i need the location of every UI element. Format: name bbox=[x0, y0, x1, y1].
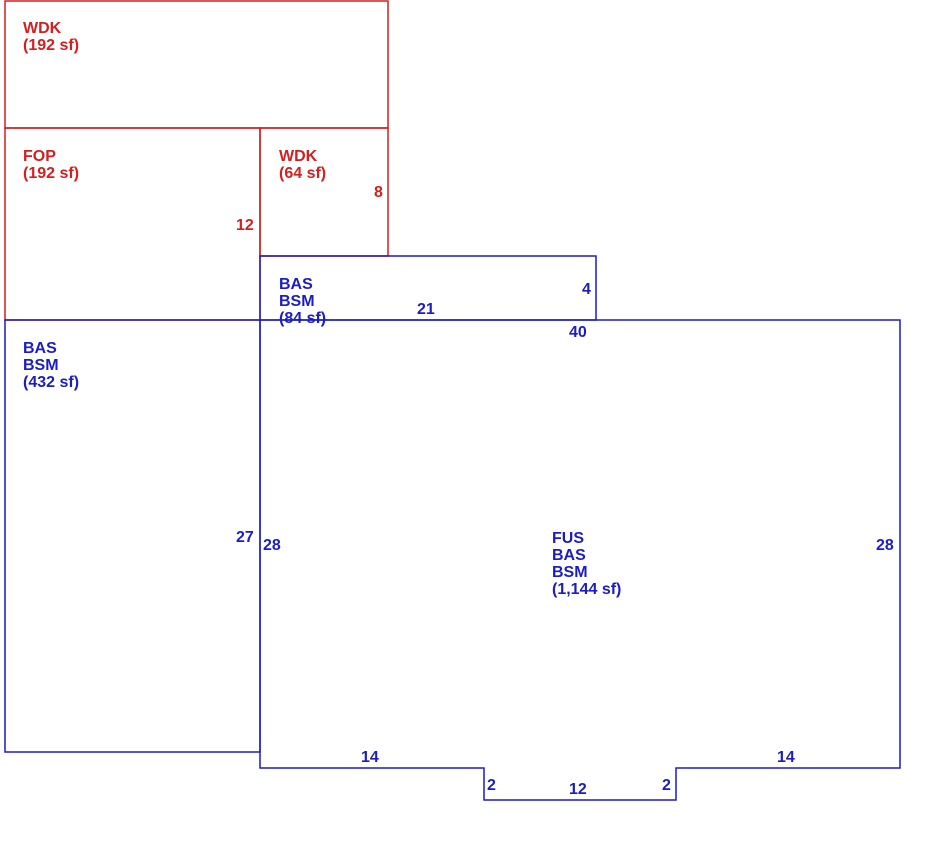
notch-left-dimension: 2 bbox=[487, 777, 496, 794]
bas-left-line2: BSM bbox=[23, 357, 59, 374]
fop-side-dimension: 12 bbox=[236, 217, 254, 234]
bas-small-line1: BAS bbox=[279, 276, 313, 293]
notch-right-dimension: 2 bbox=[662, 777, 671, 794]
wdk-small-area: (64 sf) bbox=[279, 165, 326, 182]
bas-small-side-dimension: 4 bbox=[582, 281, 591, 298]
main-area-outline bbox=[259, 319, 901, 801]
wdk-top-area: (192 sf) bbox=[23, 37, 79, 54]
bas-small-top-dimension: 21 bbox=[417, 301, 435, 318]
bas-small-line2: BSM bbox=[279, 293, 315, 310]
wdk-top-code: WDK bbox=[23, 20, 62, 37]
main-area: (1,144 sf) bbox=[552, 581, 621, 598]
bottom-left-dimension: 14 bbox=[361, 749, 379, 766]
fop-area: (192 sf) bbox=[23, 165, 79, 182]
fop-code: FOP bbox=[23, 148, 56, 165]
wdk-small-side-dimension: 8 bbox=[374, 184, 383, 201]
bas-small-area: (84 sf) bbox=[279, 310, 326, 327]
main-line3: BSM bbox=[552, 564, 588, 581]
main-right-side-dimension: 28 bbox=[876, 537, 894, 554]
bottom-right-dimension: 14 bbox=[777, 749, 795, 766]
bas-left-line1: BAS bbox=[23, 340, 57, 357]
main-line2: BAS bbox=[552, 547, 586, 564]
wdk-small-code: WDK bbox=[279, 148, 318, 165]
wdk-top-outline bbox=[4, 0, 389, 129]
main-top-dimension: 40 bbox=[569, 324, 587, 341]
main-line1: FUS bbox=[552, 530, 584, 547]
notch-bottom-dimension: 12 bbox=[569, 781, 587, 798]
left-side-dimension: 27 bbox=[236, 529, 254, 546]
main-left-side-dimension: 28 bbox=[263, 537, 281, 554]
bas-left-area: (432 sf) bbox=[23, 374, 79, 391]
